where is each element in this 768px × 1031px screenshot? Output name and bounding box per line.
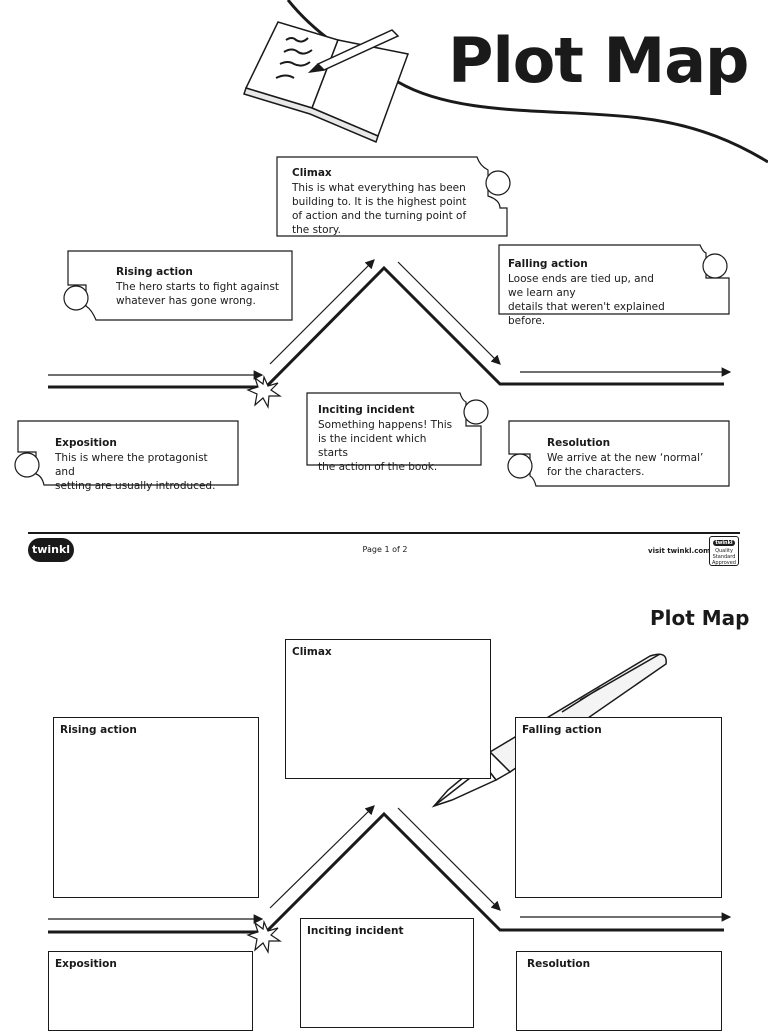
badge-bottom: Quality Standard Approved: [712, 548, 736, 566]
inciting-incident-text: Something happens! This is the incident …: [318, 419, 453, 473]
rising-action-heading: Rising action: [116, 266, 193, 278]
falling-action-heading: Falling action: [508, 258, 588, 270]
climax-text: This is what everything has been buildin…: [292, 182, 467, 236]
falling-arrow-2: [397, 807, 501, 911]
resolution-writing-box[interactable]: Resolution: [516, 951, 722, 1031]
climax-heading: Climax: [292, 167, 332, 179]
falling-action-writing-box[interactable]: Falling action: [515, 717, 722, 898]
inciting-incident-card: Inciting incident Something happens! Thi…: [308, 395, 468, 482]
resolution-box-label: Resolution: [527, 958, 591, 970]
plot-line-2: [48, 811, 724, 934]
rising-arrow-2: [269, 805, 375, 909]
starburst-icon-2: [246, 919, 282, 954]
page-2-title: Plot Map: [650, 606, 750, 630]
falling-action-card: Falling action Loose ends are tied up, a…: [498, 249, 713, 336]
inciting-incident-box-label: Inciting incident: [307, 925, 404, 937]
rising-action-box-label: Rising action: [60, 724, 137, 736]
climax-writing-box[interactable]: Climax: [285, 639, 491, 779]
footer-rule: [28, 532, 740, 534]
exposition-writing-box[interactable]: Exposition: [48, 951, 253, 1031]
resolution-text: We arrive at the new ‘normal’ for the ch…: [547, 452, 704, 478]
quality-badge: twinkl Quality Standard Approved: [709, 536, 739, 566]
rising-action-writing-box[interactable]: Rising action: [53, 717, 259, 898]
resolution-heading: Resolution: [547, 437, 611, 449]
inciting-incident-heading: Inciting incident: [318, 404, 415, 416]
exposition-text: This is where the protagonist and settin…: [55, 452, 216, 492]
visit-link[interactable]: visit twinkl.com: [648, 547, 711, 555]
falling-action-box-label: Falling action: [522, 724, 602, 736]
climax-box-label: Climax: [292, 646, 332, 658]
page-number: Page 1 of 2: [362, 545, 408, 554]
rising-arrow: [269, 259, 375, 365]
badge-top: twinkl: [713, 540, 735, 546]
plot-line: [48, 265, 724, 389]
rising-action-text: The hero starts to fight against whateve…: [116, 281, 280, 307]
book-pen-icon: [243, 21, 410, 144]
climax-card: Climax This is what everything has been …: [282, 158, 487, 245]
page-title: Plot Map: [448, 24, 749, 97]
twinkl-logo[interactable]: twinkl: [28, 538, 74, 562]
rising-action-card: Rising action The hero starts to fight a…: [106, 257, 292, 316]
falling-action-text: Loose ends are tied up, and we learn any…: [508, 273, 665, 327]
exposition-box-label: Exposition: [55, 958, 117, 970]
falling-arrow: [397, 261, 501, 365]
starburst-icon: [246, 374, 282, 409]
exposition-card: Exposition This is where the protagonist…: [45, 428, 240, 501]
resolution-card: Resolution We arrive at the new ‘normal’…: [537, 428, 727, 487]
exposition-heading: Exposition: [55, 437, 117, 449]
inciting-incident-writing-box[interactable]: Inciting incident: [300, 918, 474, 1028]
